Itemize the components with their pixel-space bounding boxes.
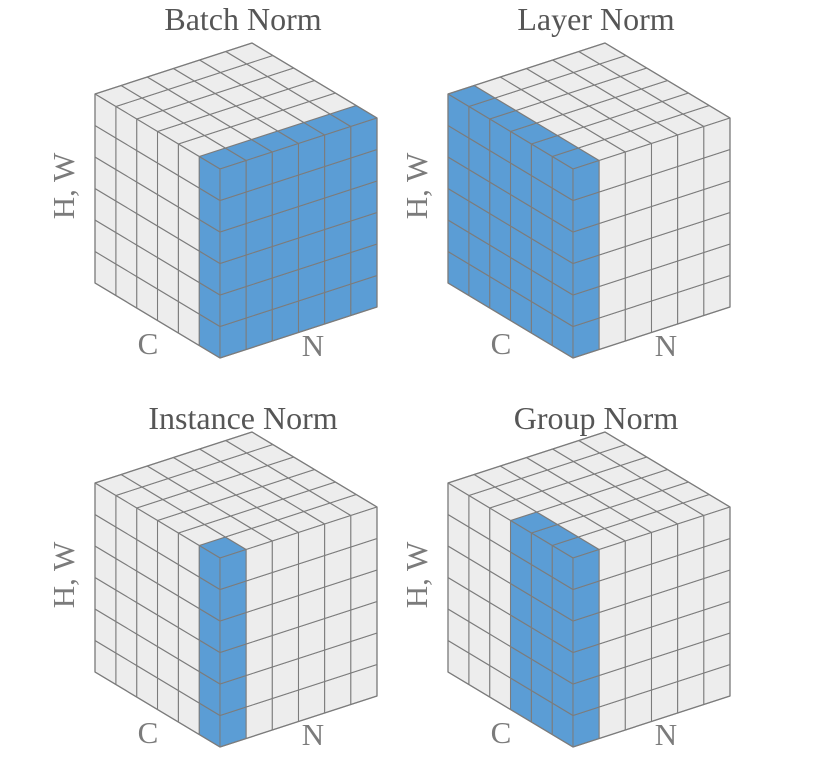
panel-title-group-norm: Group Norm	[513, 400, 679, 436]
cube-outline	[447, 42, 731, 359]
c-axis-label: C	[137, 326, 159, 361]
group-norm-cube	[447, 431, 731, 748]
instance-norm-cube	[94, 431, 378, 748]
panel-layer-norm: Layer Norm H, W C N	[353, 0, 773, 377]
hw-axis-label: H, W	[399, 152, 434, 220]
cube-outline	[447, 431, 731, 748]
hw-axis-label: H, W	[399, 541, 434, 609]
hw-axis-label: H, W	[46, 152, 81, 220]
layer-norm-cube	[447, 42, 731, 359]
panel-group-norm: Group Norm H, W C N	[353, 389, 773, 765]
n-axis-label: N	[654, 328, 678, 363]
panel-title-instance-norm: Instance Norm	[148, 400, 338, 436]
batch-norm-cube	[94, 42, 378, 359]
c-axis-label: C	[490, 715, 512, 750]
c-axis-label: C	[490, 326, 512, 361]
panel-instance-norm: Instance Norm H, W C N	[0, 389, 420, 765]
n-axis-label: N	[654, 717, 678, 752]
panel-batch-norm: Batch Norm H, W C N	[0, 0, 420, 377]
n-axis-label: N	[301, 717, 325, 752]
c-axis-label: C	[137, 715, 159, 750]
n-axis-label: N	[301, 328, 325, 363]
hw-axis-label: H, W	[46, 541, 81, 609]
cube-outline	[94, 42, 378, 359]
panel-title-layer-norm: Layer Norm	[517, 1, 675, 37]
cube-outline	[94, 431, 378, 748]
panel-title-batch-norm: Batch Norm	[164, 1, 322, 37]
